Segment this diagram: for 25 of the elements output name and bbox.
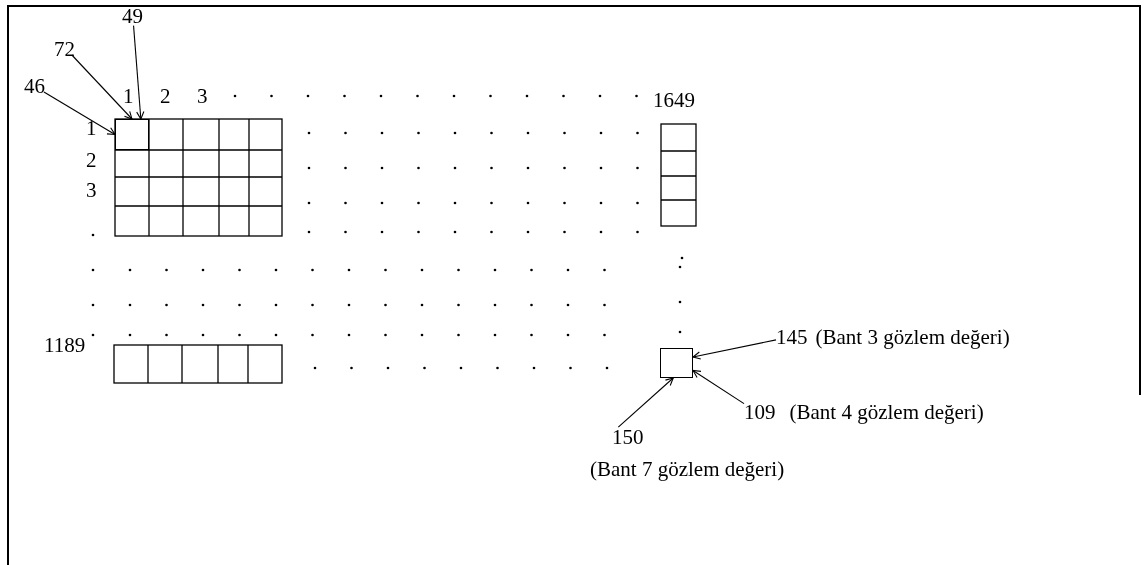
value-label: 109 xyxy=(744,400,776,424)
band-caption: (Bant 3 gözlem değeri) xyxy=(815,325,1010,349)
band-caption: (Bant 4 gözlem değeri) xyxy=(789,400,984,424)
leader-arrow xyxy=(692,339,777,360)
axis-index-label: 3 xyxy=(86,178,97,202)
leader-arrow xyxy=(71,54,133,120)
value-label: 150 xyxy=(612,426,644,448)
axis-index-label: 3 xyxy=(197,84,208,108)
axis-index-label: 1189 xyxy=(44,333,86,357)
leader-arrow xyxy=(43,91,116,136)
axis-index-label: 2 xyxy=(160,84,171,108)
leader-arrow xyxy=(692,369,745,405)
grid-cell xyxy=(660,348,693,378)
axis-index-label: 1 xyxy=(123,84,134,108)
value-label: 72 xyxy=(54,37,75,61)
axis-index-label: 1 xyxy=(86,116,97,140)
axis-index-label: 1649 xyxy=(653,88,695,112)
grid-cell xyxy=(115,119,149,150)
value-label: 145 xyxy=(776,325,808,349)
value-label: 46 xyxy=(24,74,45,98)
value-label: 49 xyxy=(122,4,143,28)
leader-arrow xyxy=(617,377,674,428)
axis-index-label: 2 xyxy=(86,148,97,172)
band-caption: (Bant 7 gözlem değeri) xyxy=(590,458,785,480)
leader-arrow xyxy=(133,25,145,120)
